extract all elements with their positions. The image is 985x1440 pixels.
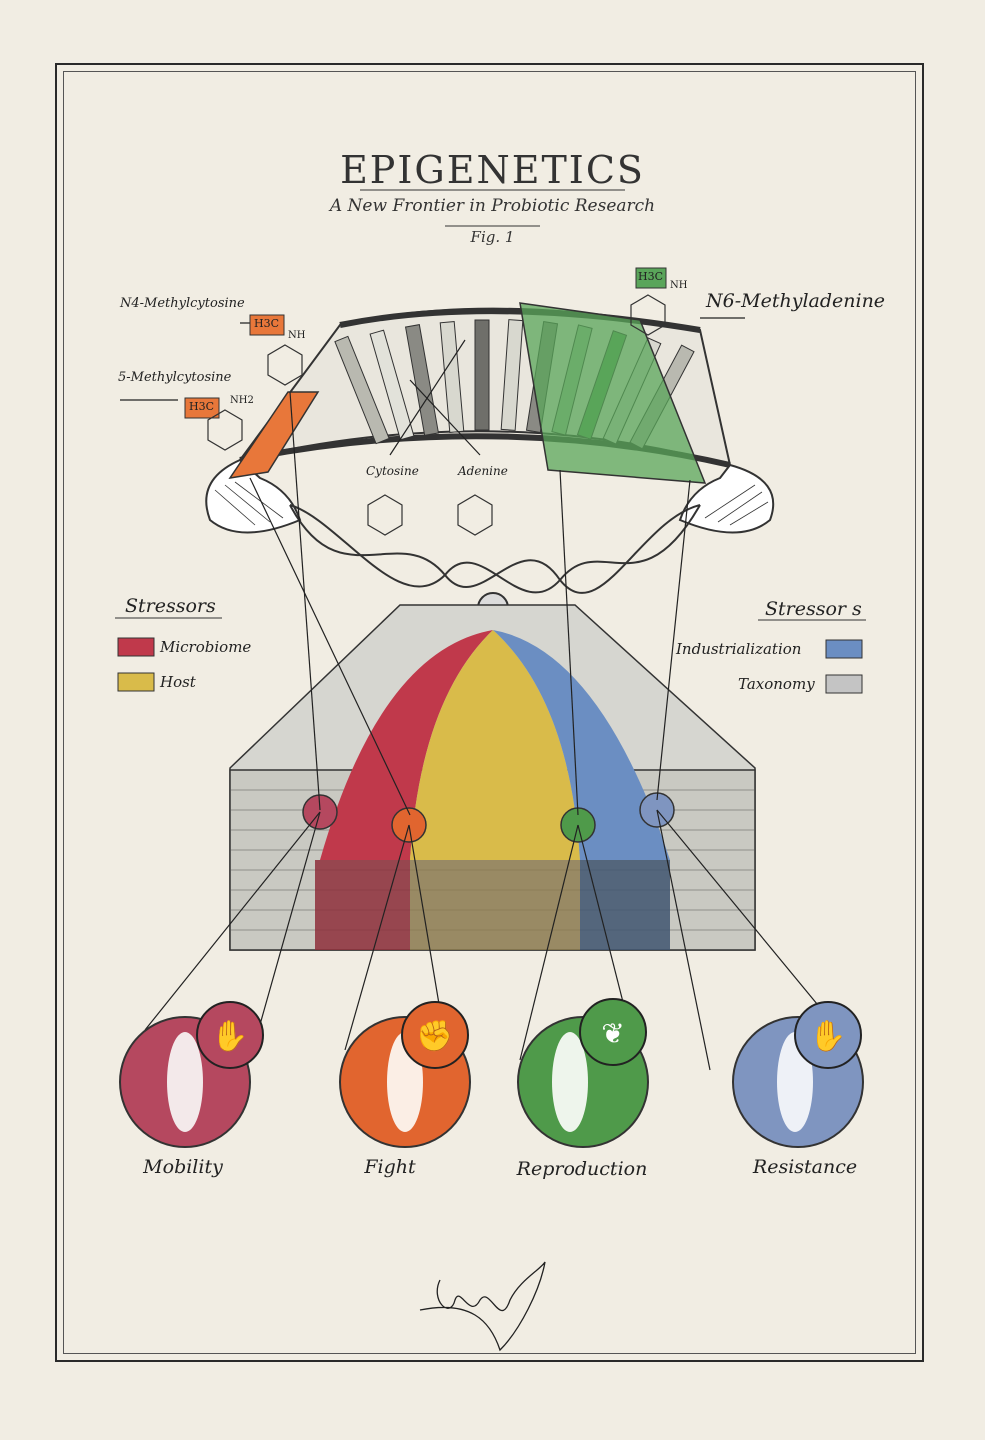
trait-label-resistance: Resistance <box>752 1156 858 1178</box>
page-subtitle: A New Frontier in Probiotic Research <box>329 196 656 216</box>
figure-label: Fig. 1 <box>470 228 515 246</box>
trait-spheres: ✋ ✊ ❦ ✋ <box>119 998 864 1148</box>
5-methyl-box <box>184 397 220 419</box>
legend-left-title: Stressors <box>125 595 216 617</box>
waving-hand-icon <box>196 1001 264 1069</box>
trait-label-mobility: Mobility <box>143 1156 223 1178</box>
signature <box>419 1261 546 1352</box>
double-helix <box>289 504 701 594</box>
label-n4-methylcytosine: N4-Methylcytosine <box>120 296 245 311</box>
label-n6-methyladenine: N6-Methyladenine <box>706 290 886 312</box>
nh-group-2: NH <box>670 280 688 291</box>
n4-methyl-box <box>249 314 285 336</box>
landscape-block <box>229 604 756 951</box>
legend-right-title: Stressor s <box>765 598 862 620</box>
nh2-group: NH2 <box>230 395 254 406</box>
swatch-industrialization <box>825 639 863 659</box>
dna-ribbon <box>205 302 775 534</box>
legend-item-host: Host <box>160 673 196 691</box>
methyl-group-2: H3C <box>189 400 215 413</box>
svg-text:✋: ✋ <box>809 1018 846 1054</box>
label-5-methylcytosine: 5-Methylcytosine <box>118 370 232 385</box>
sprout-hand-icon <box>579 998 647 1066</box>
methyl-group-3: H3C <box>638 270 664 283</box>
swatch-microbiome <box>117 637 155 657</box>
inner-frame <box>63 71 916 1354</box>
reproduction-sphere: ❦ <box>517 998 649 1148</box>
n6-methyl-box <box>635 267 667 289</box>
swatch-taxonomy <box>825 674 863 694</box>
trait-label-reproduction: Reproduction <box>516 1158 648 1180</box>
legend-item-industrialization: Industrialization <box>676 640 802 658</box>
label-cytosine: Cytosine <box>366 464 419 478</box>
resistance-sphere: ✋ <box>732 1001 864 1148</box>
trait-label-fight: Fight <box>364 1156 416 1178</box>
fight-sphere: ✊ <box>339 1001 471 1148</box>
legend-item-taxonomy: Taxonomy <box>738 675 815 693</box>
swatch-host <box>117 672 155 692</box>
mobility-sphere: ✋ <box>119 1001 264 1148</box>
ring-structures <box>207 294 666 536</box>
page-title: EPIGENETICS <box>340 148 645 192</box>
legend-item-microbiome: Microbiome <box>160 638 252 656</box>
outer-frame <box>55 63 924 1362</box>
methyl-group-1: H3C <box>254 317 280 330</box>
svg-text:✋: ✋ <box>211 1018 248 1054</box>
stop-hand-icon <box>794 1001 862 1069</box>
fist-icon <box>401 1001 469 1069</box>
label-adenine: Adenine <box>458 464 508 478</box>
svg-text:❦: ❦ <box>601 1017 624 1050</box>
svg-text:✊: ✊ <box>416 1019 453 1054</box>
nh-group: NH <box>288 330 306 341</box>
